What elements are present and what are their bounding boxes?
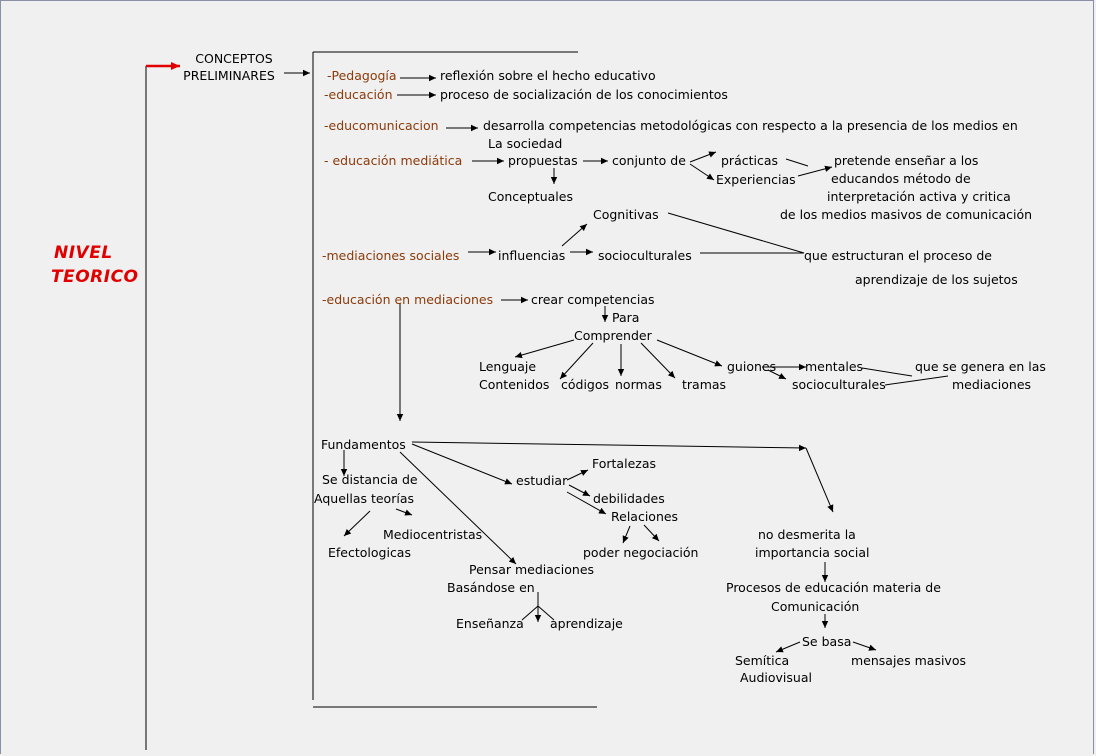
- node-pretende-line1: pretende enseñar a los: [834, 153, 979, 168]
- term-educomunicacion: -educomunicacion: [324, 118, 439, 133]
- node-ensenanza: Enseñanza: [456, 616, 524, 631]
- term-mediaciones-sociales: -mediaciones sociales: [322, 248, 460, 263]
- node-estructuran-line1: que estructuran el proceso de: [804, 248, 992, 263]
- node-propuestas: propuestas: [508, 153, 578, 168]
- node-debilidades: debilidades: [593, 491, 665, 506]
- node-semitica: Semítica: [735, 653, 790, 668]
- node-desmerita-line2: importancia social: [755, 545, 870, 560]
- node-procesos-line1: Procesos de educación materia de: [726, 580, 941, 595]
- node-mensajes-masivos: mensajes masivos: [851, 653, 966, 668]
- node-relaciones: Relaciones: [611, 509, 679, 524]
- node-distancia-line2: Aquellas teorías: [314, 491, 414, 506]
- node-socioculturales-2: socioculturales: [792, 377, 886, 392]
- node-tramas: tramas: [682, 377, 727, 392]
- node-estructuran-line2: aprendizaje de los sujetos: [855, 272, 1018, 287]
- node-pretende-line2: educandos método de: [831, 171, 971, 186]
- level-title-line1: NIVEL: [54, 243, 113, 263]
- term-educacion: -educación: [324, 87, 393, 102]
- node-distancia-line1: Se distancia de: [322, 472, 418, 487]
- node-guiones: guiones: [727, 359, 777, 374]
- node-aprendizaje: aprendizaje: [550, 616, 623, 631]
- node-mentales: mentales: [805, 359, 864, 374]
- node-efectologicas: Efectologicas: [328, 545, 411, 560]
- def-educomunicacion-line1: desarrolla competencias metodológicas co…: [483, 118, 1018, 133]
- node-pretende-line4: de los medios masivos de comunicación: [780, 207, 1033, 222]
- node-se-basa: Se basa: [802, 634, 852, 649]
- node-crear-competencias: crear competencias: [531, 292, 655, 307]
- root-concept-line2: PRELIMINARES: [183, 68, 275, 83]
- term-pedagogia: -Pedagogía: [327, 68, 397, 83]
- node-genera-line1: que se genera en las: [915, 359, 1046, 374]
- node-practicas: prácticas: [721, 153, 779, 168]
- term-educacion-en-mediaciones: -educación en mediaciones: [322, 292, 494, 307]
- node-codigos: códigos: [561, 377, 610, 392]
- node-contenidos: Contenidos: [479, 377, 550, 392]
- node-socioculturales-1: socioculturales: [598, 248, 692, 263]
- node-cognitivas: Cognitivas: [593, 207, 659, 222]
- node-comprender: Comprender: [574, 328, 652, 343]
- node-fundamentos: Fundamentos: [321, 437, 406, 452]
- node-poder-negociacion: poder negociación: [583, 545, 699, 560]
- def-pedagogia: reflexión sobre el hecho educativo: [440, 68, 656, 83]
- node-influencias: influencias: [498, 248, 566, 263]
- node-basandose: Basándose en: [447, 580, 535, 595]
- node-pensar-mediaciones: Pensar mediaciones: [469, 562, 595, 577]
- node-genera-line2: mediaciones: [952, 377, 1032, 392]
- node-experiencias: Experiencias: [716, 172, 796, 187]
- level-title-line2: TEORICO: [51, 267, 139, 287]
- node-conjunto: conjunto de: [612, 153, 686, 168]
- node-desmerita-line1: no desmerita la: [758, 527, 856, 542]
- node-pretende-line3: interpretación activa y critica: [827, 189, 1011, 204]
- root-concept-line1: CONCEPTOS: [195, 51, 273, 66]
- def-educacion: proceso de socialización de los conocimi…: [440, 87, 728, 102]
- node-procesos-line2: Comunicación: [771, 599, 860, 614]
- def-educomunicacion-line2: La sociedad: [488, 136, 563, 151]
- node-fortalezas: Fortalezas: [592, 456, 656, 471]
- node-audiovisual: Audiovisual: [740, 670, 812, 685]
- node-estudiar: estudiar: [516, 473, 568, 488]
- node-normas: normas: [615, 377, 662, 392]
- node-conceptuales: Conceptuales: [488, 189, 573, 204]
- term-educacion-mediatica: - educación mediática: [324, 153, 463, 168]
- node-mediocentristas: Mediocentristas: [383, 527, 483, 542]
- node-lenguaje: Lenguaje: [479, 359, 537, 374]
- node-para: Para: [612, 310, 640, 325]
